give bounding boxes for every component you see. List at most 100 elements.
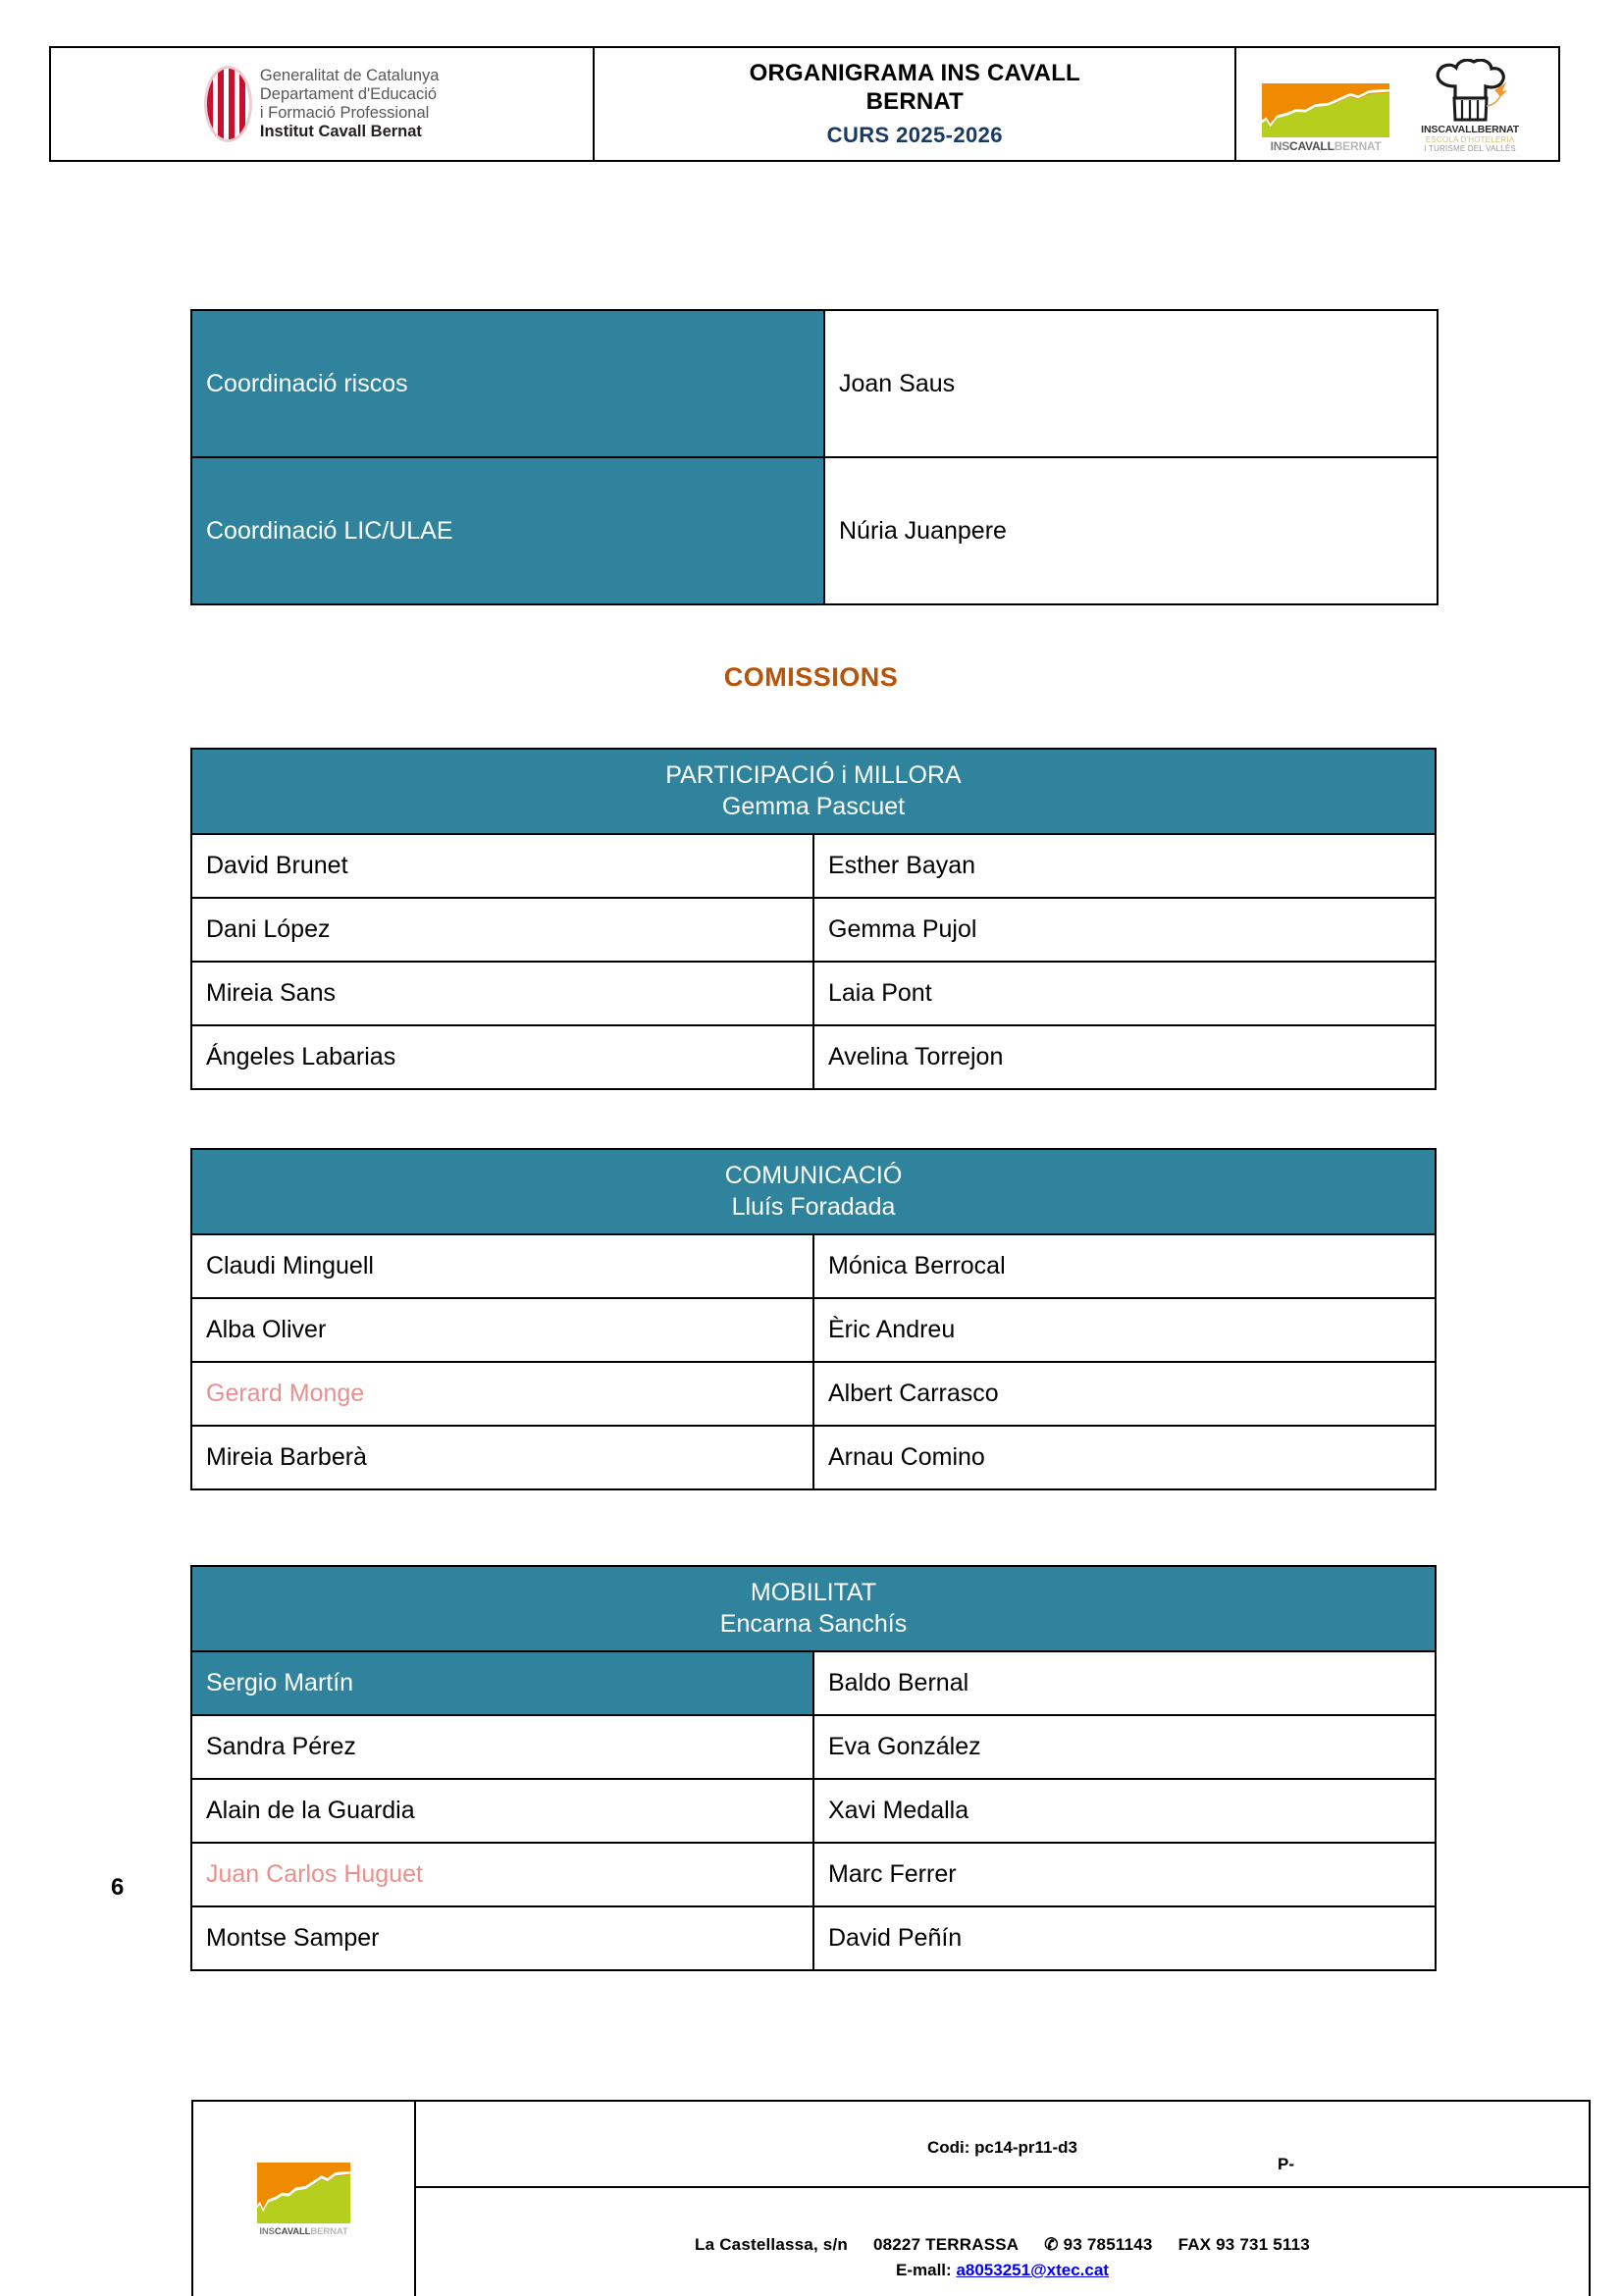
header-title-cell: ORGANIGRAMA INS CAVALL BERNAT CURS 2025-… — [593, 46, 1237, 162]
commission-member: Albert Carrasco — [812, 1361, 1437, 1427]
generalitat-logo: Generalitat de Catalunya Departament d'E… — [51, 66, 593, 142]
footer-email-line: E-mall: a8053251@xtec.cat — [416, 2261, 1589, 2280]
catalonia-shield-icon — [203, 66, 252, 142]
commission-name: COMUNICACIÓ — [724, 1162, 903, 1189]
commission-header-row: PARTICIPACIÓ i MILLORA Gemma Pascuet — [190, 748, 1437, 835]
commission-member: Montse Samper — [190, 1905, 814, 1971]
commission-member: Ángeles Labarias — [190, 1024, 814, 1090]
table-row: Mireia Sans Laia Pont — [190, 961, 1437, 1026]
coordination-role: Coordinació riscos — [190, 309, 825, 458]
table-row: Claudi Minguell Mónica Berrocal — [190, 1233, 1437, 1299]
footer-mountain-logo-label: INSCAVALLBERNAT — [257, 2226, 350, 2237]
gencat-line-2: Departament d'Educació — [259, 84, 438, 103]
table-row: Dani López Gemma Pujol — [190, 897, 1437, 963]
commission-member: Sandra Pérez — [190, 1714, 814, 1780]
footer-fax: FAX 93 731 5113 — [1177, 2235, 1310, 2254]
commission-member: David Brunet — [190, 833, 814, 899]
commission-member: Gemma Pujol — [812, 897, 1437, 963]
coordination-person: Núria Juanpere — [823, 456, 1439, 605]
mountain-graphic-icon — [257, 2163, 350, 2223]
table-row: Mireia Barberà Arnau Comino — [190, 1425, 1437, 1490]
page-title: ORGANIGRAMA INS CAVALL BERNAT — [595, 60, 1234, 115]
table-row: Ángeles Labarias Avelina Torrejon — [190, 1024, 1437, 1090]
document-footer: INSCAVALLBERNAT Codi: pc14-pr11-d3 P- La… — [191, 2100, 1591, 2296]
commission-member: Eva González — [812, 1714, 1437, 1780]
footer-logo-cell: INSCAVALLBERNAT — [191, 2100, 416, 2296]
footer-postal-city: 08227 TERRASSA — [872, 2235, 1020, 2254]
commission-member: David Peñín — [812, 1905, 1437, 1971]
commission-member: Xavi Medalla — [812, 1778, 1437, 1844]
page-title-line-1: ORGANIGRAMA INS CAVALL — [749, 60, 1080, 87]
commission-member: Avelina Torrejon — [812, 1024, 1437, 1090]
document-header: Generalitat de Catalunya Departament d'E… — [48, 46, 1560, 162]
footer-mountain-logo: INSCAVALLBERNAT — [257, 2163, 350, 2237]
footer-address-line: La Castellassa, s/n 08227 TERRASSA ✆ 93 78… — [416, 2235, 1589, 2255]
generalitat-logo-text: Generalitat de Catalunya Departament d'E… — [260, 67, 440, 142]
commission-member: Claudi Minguell — [190, 1233, 814, 1299]
chef-logo-name: INSCAVALLBERNAT — [1421, 124, 1520, 135]
gencat-line-4: Institut Cavall Bernat — [259, 123, 422, 141]
table-row: Montse Samper David Peñín — [190, 1905, 1437, 1971]
table-row: Gerard Monge Albert Carrasco — [190, 1361, 1437, 1427]
commission-member: Mireia Barberà — [190, 1425, 814, 1490]
commission-member: Baldo Bernal — [812, 1650, 1437, 1716]
commission-member-highlighted: Sergio Martín — [190, 1650, 814, 1716]
header-logos-cell: INSCAVALLBERNAT INSCAVALLBERNAT ESCOLA D… — [1234, 46, 1560, 162]
table-row: David Brunet Esther Bayan — [190, 833, 1437, 899]
footer-email-label: E-mall: — [896, 2261, 952, 2279]
table-row: Coordinació riscos Joan Saus — [190, 309, 1439, 458]
comissions-section-heading: COMISSIONS — [723, 662, 899, 692]
commission-member: Marc Ferrer — [812, 1842, 1437, 1907]
commission-member-highlighted: Gerard Monge — [190, 1361, 814, 1427]
commission-member: Alba Oliver — [190, 1297, 814, 1363]
table-row: Juan Carlos Huguet Marc Ferrer — [190, 1842, 1437, 1907]
footer-code: Codi: pc14-pr11-d3 — [926, 2138, 1078, 2157]
table-row: Alain de la Guardia Xavi Medalla — [190, 1778, 1437, 1844]
footer-mountain-label-part-3: BERNAT — [310, 2226, 348, 2237]
commission-member-highlighted: Juan Carlos Huguet — [190, 1842, 814, 1907]
commission-member: Mireia Sans — [190, 961, 814, 1026]
footer-code-cell: Codi: pc14-pr11-d3 P- — [414, 2100, 1591, 2188]
page-subtitle: CURS 2025-2026 — [826, 122, 1003, 147]
commission-member: Arnau Comino — [812, 1425, 1437, 1490]
header-logo-cell: Generalitat de Catalunya Departament d'E… — [48, 46, 596, 162]
chef-logo-sub-1: ESCOLA D'HOTELERIA — [1425, 135, 1515, 144]
page-title-line-2: BERNAT — [865, 87, 964, 115]
commission-member: Dani López — [190, 897, 814, 963]
footer-email-link[interactable]: a8053251@xtec.cat — [956, 2261, 1109, 2279]
gencat-line-1: Generalitat de Catalunya — [259, 66, 440, 84]
mountain-graphic-icon — [1262, 83, 1390, 137]
commission-header-cell: PARTICIPACIÓ i MILLORA Gemma Pascuet — [190, 748, 1437, 835]
coordination-person: Joan Saus — [823, 309, 1439, 458]
page-number: 6 — [111, 1874, 125, 1901]
table-row: Sergio Martín Baldo Bernal — [190, 1650, 1437, 1716]
footer-phone: 93 7851143 — [1063, 2235, 1153, 2254]
mountain-logo-label: INSCAVALLBERNAT — [1262, 139, 1389, 153]
commission-name: PARTICIPACIÓ i MILLORA — [665, 761, 962, 789]
footer-mountain-label-part-1: INS — [259, 2226, 275, 2237]
table-row: Coordinació LIC/ULAE Núria Juanpere — [190, 456, 1439, 605]
table-row: Sandra Pérez Eva González — [190, 1714, 1437, 1780]
mountain-logo: INSCAVALLBERNAT — [1262, 83, 1390, 153]
school-logos: INSCAVALLBERNAT INSCAVALLBERNAT ESCOLA D… — [1236, 55, 1558, 153]
footer-address-cell: La Castellassa, s/n 08227 TERRASSA ✆ 93 78… — [414, 2186, 1591, 2296]
footer-page-marker: P- — [1278, 2155, 1294, 2173]
gencat-line-3: i Formació Professional — [259, 104, 430, 122]
commission-member: Laia Pont — [812, 961, 1437, 1026]
mountain-label-part-3: BERNAT — [1334, 139, 1382, 153]
commission-table-participacio-i-millora: PARTICIPACIÓ i MILLORA Gemma Pascuet Dav… — [190, 748, 1437, 1090]
footer-street: La Castellassa, s/n — [695, 2235, 848, 2254]
chef-hat-icon — [1436, 59, 1508, 122]
table-row: Alba Oliver Èric Andreu — [190, 1297, 1437, 1363]
commission-header-cell: COMUNICACIÓ Lluís Foradada — [190, 1148, 1437, 1235]
mountain-label-part-1: INS — [1270, 139, 1290, 153]
commission-header-row: COMUNICACIÓ Lluís Foradada — [190, 1148, 1437, 1235]
chef-hat-logo: INSCAVALLBERNAT ESCOLA D'HOTELERIA I TUR… — [1407, 59, 1533, 153]
commission-table-comunicacio: COMUNICACIÓ Lluís Foradada Claudi Mingue… — [190, 1148, 1437, 1490]
phone-icon: ✆ — [1044, 2235, 1059, 2254]
commission-member: Esther Bayan — [812, 833, 1437, 899]
commission-header-row: MOBILITAT Encarna Sanchís — [190, 1565, 1437, 1652]
coordination-role: Coordinació LIC/ULAE — [190, 456, 825, 605]
chef-logo-sub-2: I TURISME DEL VALLÈS — [1424, 144, 1516, 153]
commission-member: Èric Andreu — [812, 1297, 1437, 1363]
